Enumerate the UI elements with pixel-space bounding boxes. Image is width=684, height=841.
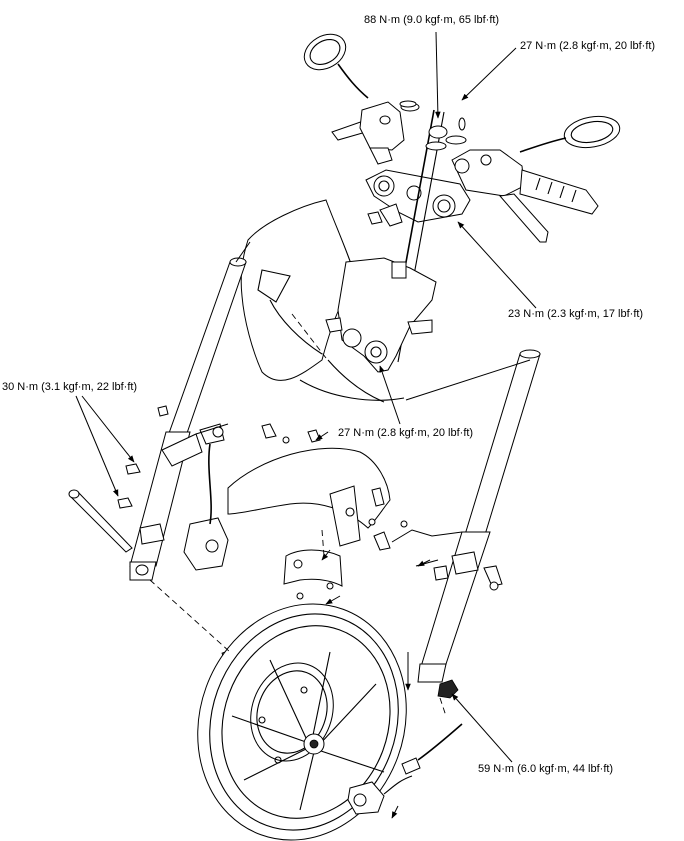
steering-stem-nut — [399, 100, 448, 151]
front-brake-lever — [499, 193, 549, 243]
left-mirror — [303, 33, 369, 99]
right-fork-leg — [417, 349, 541, 683]
brake-caliper — [183, 423, 229, 571]
caliper-mounting-bolts — [117, 405, 169, 509]
wheel-spokes — [231, 651, 385, 811]
speedometer-gearbox — [347, 723, 463, 815]
axle-nut — [437, 679, 459, 699]
left-fork-leg — [129, 257, 247, 581]
torque-label-bottom-bridge-pinch-bolt: 27 N·m (2.8 kgf·m, 20 lbf·ft) — [338, 427, 474, 439]
bottom-bridge — [325, 257, 437, 373]
torque-label-top-bridge-pinch-bolt: 23 N·m (2.3 kgf·m, 17 lbf·ft) — [508, 308, 644, 320]
assembly-lines — [149, 241, 531, 717]
torque-label-steering-stem-nut: 88 N·m (9.0 kgf·m, 65 lbf·ft) — [364, 14, 500, 26]
torque-leaders — [75, 31, 537, 763]
direction-arrows — [315, 431, 431, 819]
torque-label-front-axle-nut: 59 N·m (6.0 kgf·m, 44 lbf·ft) — [478, 763, 614, 775]
right-fork-bolts — [433, 565, 503, 591]
fender-brace — [283, 549, 343, 600]
clutch-lever-assembly — [331, 101, 420, 165]
front-cowl — [240, 199, 405, 403]
front-wheel — [197, 603, 407, 841]
torque-label-handlebar-pinch-bolt: 27 N·m (2.8 kgf·m, 20 lbf·ft) — [520, 40, 656, 52]
torque-label-caliper-mounting-bolt: 30 N·m (3.1 kgf·m, 22 lbf·ft) — [2, 381, 138, 393]
front-fender — [227, 447, 391, 547]
right-handlebar-throttle — [445, 117, 599, 215]
front-axle-shaft — [68, 489, 133, 553]
right-mirror — [519, 115, 621, 153]
